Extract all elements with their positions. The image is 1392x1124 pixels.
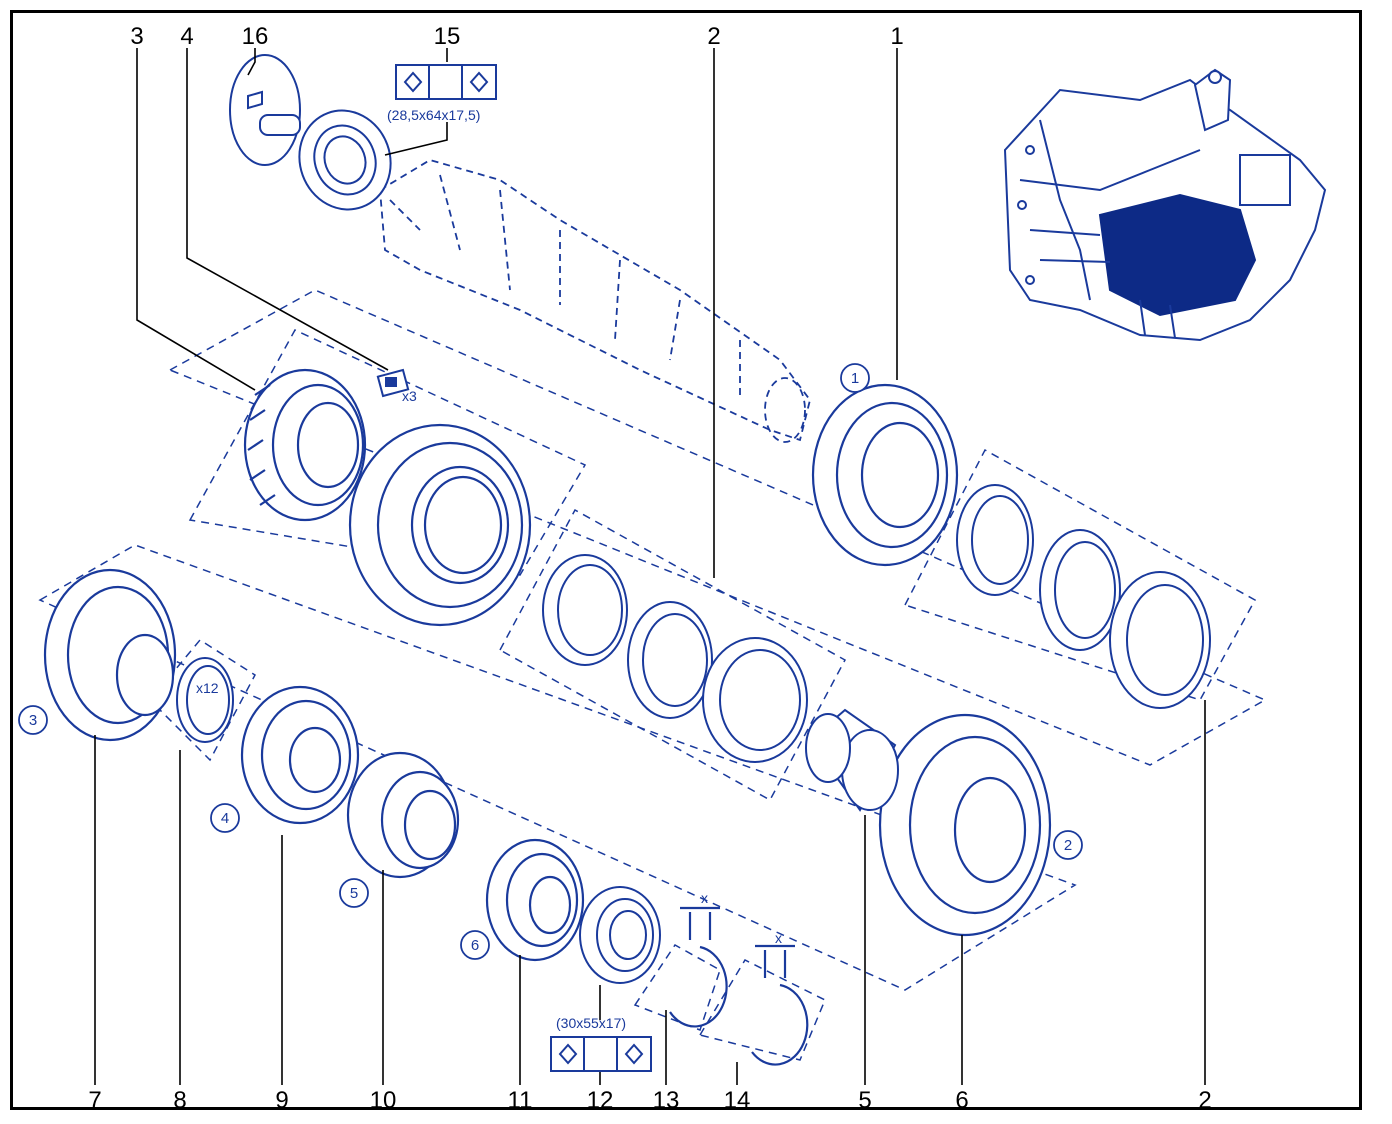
- callout-16-top: 16: [242, 23, 269, 50]
- bearing-15: [298, 109, 392, 211]
- gear-3: [43, 568, 177, 742]
- synchro-ring-right-group: [956, 484, 1211, 709]
- callout-6-bottom: 6: [955, 1087, 968, 1114]
- dimension-label-top: (28,5x64x17,5): [387, 107, 480, 123]
- callout-4-top: 4: [180, 23, 193, 50]
- gear-icon: [811, 383, 959, 567]
- gear-marker-1: 1: [851, 370, 859, 387]
- gear-5: [346, 751, 460, 879]
- gear-marker-1-circle: [840, 363, 870, 393]
- synchro-hub-3: [243, 368, 367, 522]
- needle-bearing-8: [176, 657, 234, 743]
- clip-4: [376, 368, 410, 398]
- callout-1-top: 1: [890, 23, 903, 50]
- callout-7-bottom: 7: [88, 1087, 101, 1114]
- sliding-sleeve-gear: [348, 423, 532, 627]
- leader-lines: [94, 48, 1206, 1085]
- gear-4: [240, 685, 360, 825]
- gear-marker-5: 5: [350, 885, 358, 902]
- synchro-ring-icon: [542, 554, 808, 763]
- gear-6: [485, 838, 585, 962]
- gap-label-b: x: [775, 930, 782, 946]
- callout-8-bottom: 8: [173, 1087, 186, 1114]
- callout-9-bottom: 9: [275, 1087, 288, 1114]
- shaft-outline: [379, 159, 811, 443]
- snap-ring-icon: [669, 906, 809, 1066]
- callout-13-bottom: 13: [653, 1087, 680, 1114]
- gearbox-housing-icon: [1003, 68, 1327, 342]
- spacer-plate-16: [229, 54, 301, 166]
- gear-marker-5-circle: [339, 878, 369, 908]
- callout-2-bottom: 2: [1198, 1087, 1211, 1114]
- group-box-synchro-1-2: [38, 289, 1267, 1061]
- gear-marker-4-circle: [210, 803, 240, 833]
- gear-marker-3-circle: [18, 705, 48, 735]
- gear-2: [878, 713, 1052, 937]
- callout-10-bottom: 10: [370, 1087, 397, 1114]
- gap-label-a: x: [701, 890, 708, 906]
- gear-marker-3: 3: [29, 712, 37, 729]
- bearing-orientation-icon-bottom: [550, 1036, 652, 1072]
- callout-14-bottom: 14: [724, 1087, 751, 1114]
- callout-15-top: 15: [434, 23, 461, 50]
- callout-5-bottom: 5: [858, 1087, 871, 1114]
- quantity-label-needles: x12: [196, 680, 219, 696]
- dimension-label-bottom: (30x55x17): [556, 1015, 626, 1031]
- gear-marker-6: 6: [471, 937, 479, 954]
- bushing-5: [805, 708, 899, 812]
- gear-marker-4: 4: [221, 810, 229, 827]
- callout-11-bottom: 11: [508, 1087, 533, 1114]
- gear-marker-6-circle: [460, 930, 490, 960]
- bearing-orientation-icon: [395, 64, 497, 100]
- gear-marker-2: 2: [1064, 837, 1072, 854]
- callout-12-bottom: 12: [587, 1087, 614, 1114]
- callout-3-top: 3: [130, 23, 143, 50]
- gear-marker-2-circle: [1053, 830, 1083, 860]
- bearing-12: [579, 886, 661, 984]
- quantity-label-clips: x3: [402, 388, 417, 404]
- callout-2-top: 2: [707, 23, 720, 50]
